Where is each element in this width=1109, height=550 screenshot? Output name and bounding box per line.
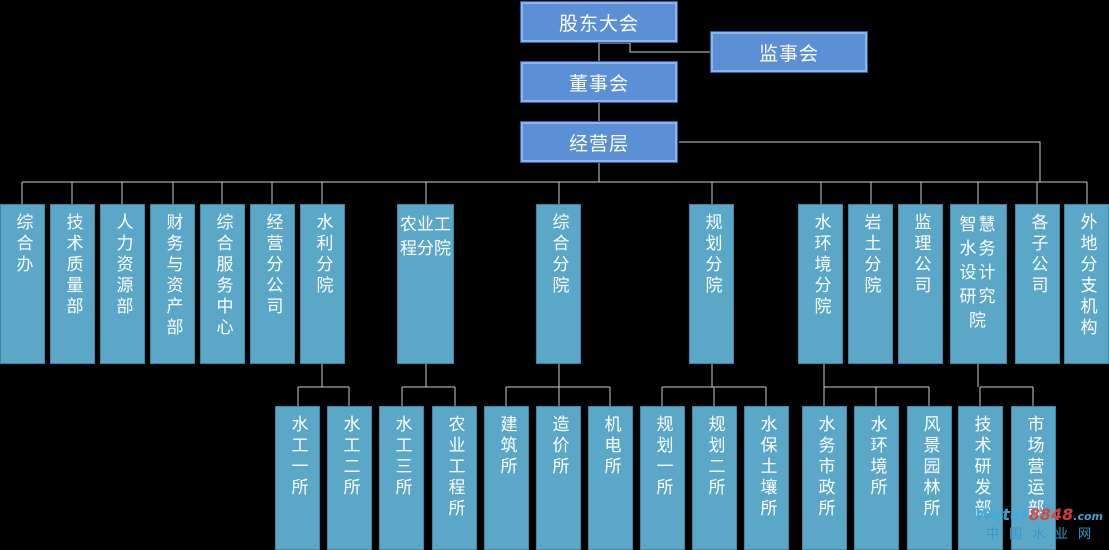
- subunit-planning-2: 规划二所: [692, 406, 737, 550]
- watermark-suffix: .com: [1073, 510, 1103, 523]
- dept-general-branch: 综合分院: [536, 204, 581, 364]
- dept-remote-branches: 外地分支机构: [1064, 204, 1109, 364]
- dept-planning: 规划分院: [689, 204, 734, 364]
- unit-label: 农业工程所: [444, 415, 465, 520]
- unit-label: 规划分院: [701, 213, 722, 297]
- dept-geotech: 岩土分院: [848, 204, 893, 364]
- unit-label: 经营分公司: [262, 213, 283, 318]
- watermark-brand: Water: [975, 505, 1029, 524]
- unit-label: 综合服务中心: [212, 213, 233, 339]
- subunit-rnd: 技术研发部: [958, 406, 1003, 550]
- unit-label: 水工二所: [339, 415, 360, 499]
- unit-label: 水务市政所: [814, 415, 835, 520]
- unit-label: 机电所: [600, 415, 621, 478]
- unit-label: 各子公司: [1027, 213, 1048, 297]
- dept-general-office: 综合办: [0, 204, 45, 364]
- unit-label: 市场营运部: [1023, 415, 1044, 520]
- subunit-water-municipal: 水务市政所: [802, 406, 847, 550]
- subunit-hydraulic-3: 水工三所: [379, 406, 424, 550]
- watermark-cn: 中国水业网: [985, 527, 1101, 542]
- unit-label: 外地分支机构: [1076, 213, 1097, 339]
- dept-service-center: 综合服务中心: [200, 204, 245, 364]
- unit-label: 监理公司: [910, 213, 931, 297]
- unit-label: 岩土分院: [860, 213, 881, 297]
- board-box: 董事会: [520, 61, 678, 103]
- dept-hr: 人力资源部: [100, 204, 145, 364]
- shareholders-box: 股东大会: [520, 1, 678, 43]
- watermark-number: 8848: [1028, 505, 1074, 524]
- subunit-marketing: 市场营运部: [1011, 406, 1056, 550]
- unit-label: 综合办: [12, 213, 33, 276]
- subunit-mech-elec: 机电所: [588, 406, 633, 550]
- dept-supervision: 监理公司: [898, 204, 943, 364]
- dept-tech-quality: 技术质量部: [50, 204, 95, 364]
- unit-label: 技术研发部: [970, 415, 991, 520]
- subunit-hydraulic-1: 水工一所: [275, 406, 320, 550]
- subunit-agri-eng: 农业工程所: [432, 406, 477, 550]
- unit-label: 水环境分院: [810, 213, 831, 318]
- subunit-architecture: 建筑所: [484, 406, 529, 550]
- unit-label: 水保土壤所: [756, 415, 777, 520]
- watermark-logo: Water8848.com: [975, 505, 1103, 524]
- unit-label: 智慧水务设计研究院: [959, 215, 998, 331]
- dept-smart-water: 智慧水务设计研究院: [950, 204, 1007, 364]
- unit-label: 水工三所: [391, 415, 412, 499]
- subunit-planning-1: 规划一所: [640, 406, 685, 550]
- unit-label: 规划一所: [652, 415, 673, 499]
- dept-finance: 财务与资产部: [150, 204, 195, 364]
- unit-label: 建筑所: [496, 415, 517, 478]
- dept-subsidiaries: 各子公司: [1015, 204, 1060, 364]
- dept-water-conservancy: 水利分院: [300, 204, 345, 364]
- dept-business-branch: 经营分公司: [250, 204, 295, 364]
- subunit-hydraulic-2: 水工二所: [327, 406, 372, 550]
- subunit-landscape: 风景园林所: [907, 406, 952, 550]
- dept-water-env: 水环境分院: [798, 204, 843, 364]
- unit-label: 技术质量部: [62, 213, 83, 318]
- unit-label: 水工一所: [287, 415, 308, 499]
- subunit-costing: 造价所: [536, 406, 581, 550]
- unit-label: 水利分院: [312, 213, 333, 297]
- supervisors-box: 监事会: [710, 31, 868, 73]
- unit-label: 农业工程分院: [400, 215, 451, 259]
- unit-label: 水环境所: [866, 415, 887, 499]
- unit-label: 风景园林所: [919, 415, 940, 520]
- subunit-water-env: 水环境所: [854, 406, 899, 550]
- unit-label: 造价所: [548, 415, 569, 478]
- unit-label: 人力资源部: [112, 213, 133, 318]
- unit-label: 综合分院: [548, 213, 569, 297]
- management-box: 经营层: [520, 121, 678, 163]
- dept-agri-engineering: 农业工程分院: [397, 204, 454, 364]
- subunit-soil-conservation: 水保土壤所: [744, 406, 789, 550]
- unit-label: 规划二所: [704, 415, 725, 499]
- unit-label: 财务与资产部: [162, 213, 183, 339]
